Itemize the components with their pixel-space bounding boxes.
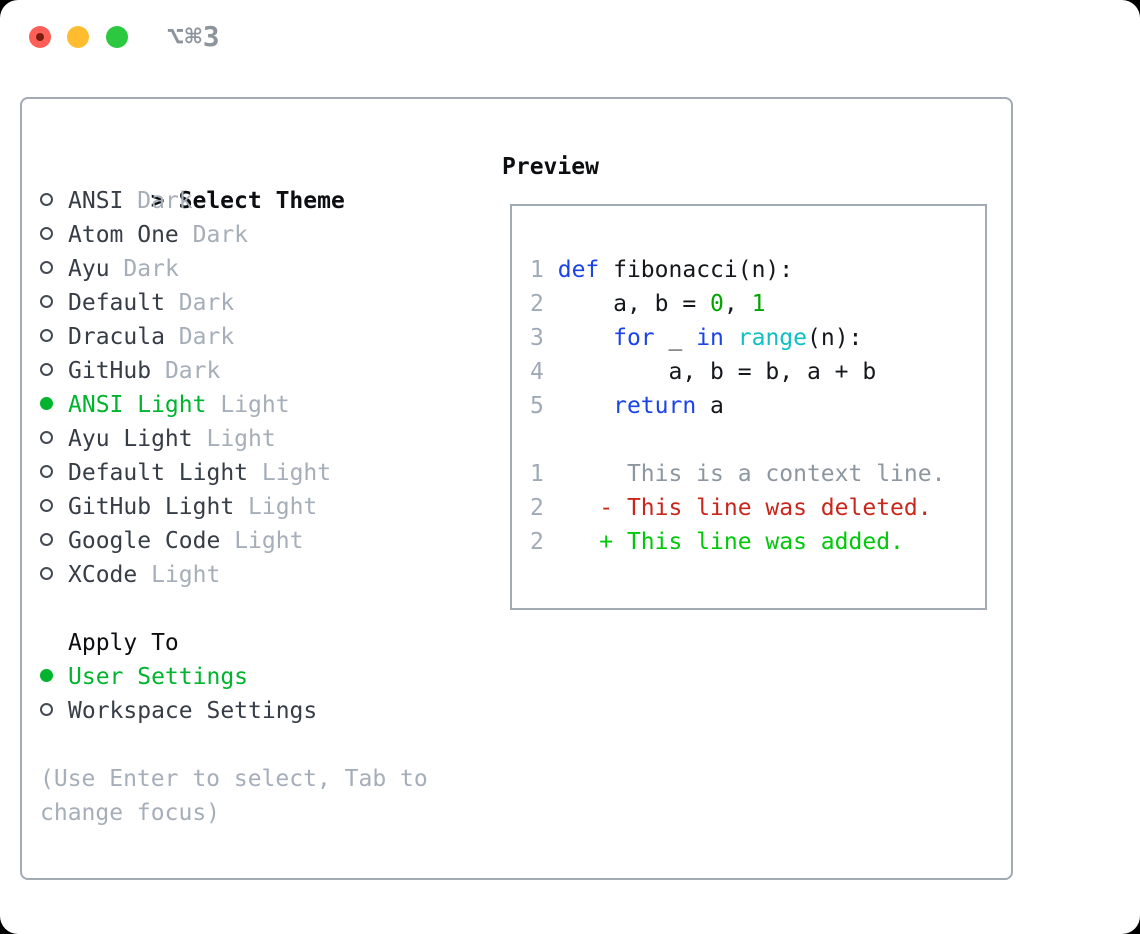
theme-option-xcode[interactable]: XCode Light: [40, 558, 428, 592]
variant-tag: Light: [220, 392, 290, 418]
preview-line: 2 + This line was added.: [530, 529, 904, 555]
radio-icon: [40, 465, 53, 478]
option-label: Default Light: [68, 460, 249, 486]
theme-option-google-code[interactable]: Google Code Light: [40, 524, 428, 558]
option-label: Atom One: [68, 222, 179, 248]
select-theme-title: Select Theme: [178, 188, 345, 214]
apply-option-user-settings[interactable]: User Settings: [40, 660, 428, 694]
preview-line: 2 a, b = 0, 1: [530, 291, 766, 317]
preview-line: 5 return a: [530, 393, 724, 419]
theme-option-ayu-light[interactable]: Ayu Light Light: [40, 422, 428, 456]
preview-line: [530, 219, 985, 253]
option-label: Default: [68, 290, 165, 316]
radio-icon: [40, 431, 53, 444]
variant-tag: Light: [206, 426, 276, 452]
radio-icon: [40, 227, 53, 240]
prompt-caret: >: [150, 188, 165, 214]
radio-icon: [40, 295, 53, 308]
radio-icon: [40, 363, 53, 376]
variant-tag: Light: [248, 494, 318, 520]
preview-line: [530, 423, 985, 457]
minimize-button[interactable]: [67, 26, 89, 48]
preview-line: 1 This is a context line.: [530, 461, 946, 487]
radio-icon: [40, 193, 53, 206]
option-label: ANSI: [68, 188, 124, 214]
theme-option-ansi[interactable]: ANSI Dark: [40, 184, 428, 218]
window-title: ⌥⌘3: [167, 20, 221, 53]
theme-option-dracula[interactable]: Dracula Dark: [40, 320, 428, 354]
preview-line: 1 def fibonacci(n):: [530, 257, 794, 283]
zoom-button[interactable]: [106, 26, 128, 48]
theme-option-default[interactable]: Default Dark: [40, 286, 428, 320]
radio-icon: [40, 533, 53, 546]
hint-line-1: (Use Enter to select, Tab to: [40, 766, 428, 792]
theme-option-ansi-light[interactable]: ANSI Light Light: [40, 388, 428, 422]
preview-line: 3 for _ in range(n):: [530, 325, 863, 351]
theme-option-github[interactable]: GitHub Dark: [40, 354, 428, 388]
radio-icon: [40, 499, 53, 512]
variant-tag: Light: [261, 460, 332, 486]
variant-tag: Dark: [123, 256, 179, 282]
variant-tag: Dark: [137, 188, 193, 214]
option-label: Dracula: [68, 324, 165, 350]
theme-option-atom-one[interactable]: Atom One Dark: [40, 218, 428, 252]
close-button[interactable]: [29, 26, 51, 48]
apply-to-title: Apply To: [68, 630, 179, 656]
apply-option-workspace-settings[interactable]: Workspace Settings: [40, 694, 428, 728]
hint-line-2: change focus): [40, 800, 221, 826]
preview-line: 2 - This line was deleted.: [530, 495, 932, 521]
radio-selected-icon: [40, 669, 53, 682]
radio-icon: [40, 703, 53, 716]
variant-tag: Dark: [192, 222, 249, 248]
radio-selected-icon: [40, 397, 53, 410]
variant-tag: Dark: [178, 290, 235, 316]
option-label: XCode: [68, 562, 138, 588]
theme-option-default-light[interactable]: Default Light Light: [40, 456, 428, 490]
preview-line: 4 a, b = b, a + b: [530, 359, 877, 385]
theme-option-github-light[interactable]: GitHub Light Light: [40, 490, 428, 524]
option-label: Google Code: [68, 528, 221, 554]
option-label: GitHub Light: [68, 494, 235, 520]
option-label: ANSI Light: [68, 392, 207, 418]
variant-tag: Dark: [164, 358, 221, 384]
radio-icon: [40, 329, 53, 342]
radio-icon: [40, 567, 53, 580]
variant-tag: Dark: [178, 324, 235, 350]
preview-box: 1 def fibonacci(n): 2 a, b = 0, 1 3 for _ …: [510, 204, 987, 610]
option-label: User Settings: [68, 664, 249, 690]
titlebar: ⌥⌘3: [0, 0, 1140, 75]
option-label: Ayu: [68, 256, 110, 282]
theme-option-ayu[interactable]: Ayu Dark: [40, 252, 428, 286]
variant-tag: Light: [151, 562, 221, 588]
preview-title: Preview: [502, 154, 599, 180]
select-theme-header: > Select Theme: [40, 150, 428, 214]
option-label: Ayu Light: [68, 426, 193, 452]
option-label: Workspace Settings: [68, 698, 318, 724]
variant-tag: Light: [234, 528, 304, 554]
option-label: GitHub: [68, 358, 152, 384]
radio-icon: [40, 261, 53, 274]
